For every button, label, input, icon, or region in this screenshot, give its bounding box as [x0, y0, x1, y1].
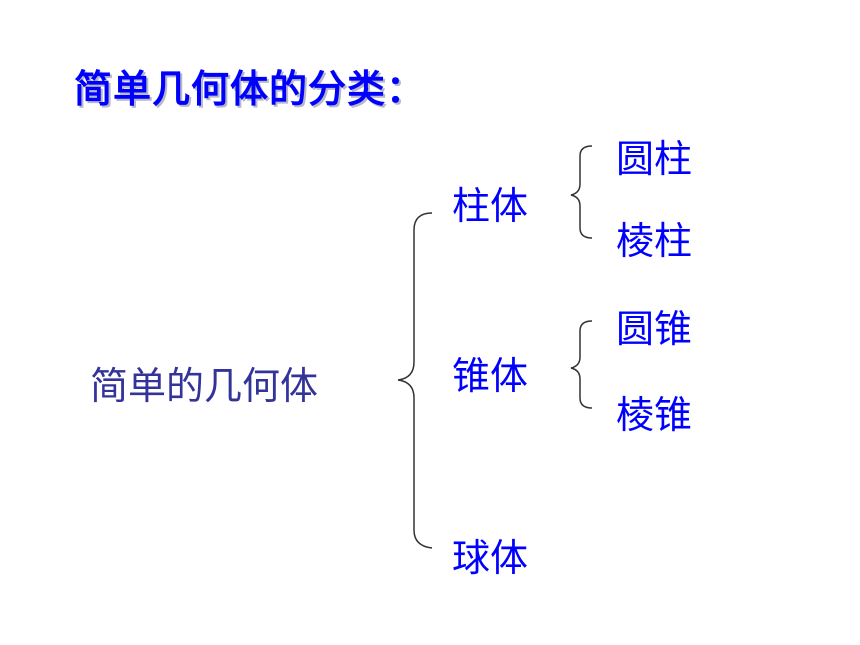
leaf-prism: 棱柱 — [616, 219, 693, 263]
leaf-cone: 圆锥 — [616, 307, 693, 351]
cylinder-prism-brace — [570, 145, 593, 239]
root-label: 简单的几何体 — [90, 364, 319, 408]
category-prism-body: 柱体 — [452, 184, 529, 228]
main-brace — [397, 212, 433, 549]
slide-title: 简单几何体的分类： — [74, 67, 426, 111]
leaf-pyramid: 棱锥 — [616, 393, 693, 437]
cone-pyramid-brace — [570, 320, 593, 409]
category-sphere: 球体 — [452, 536, 529, 580]
leaf-cylinder: 圆柱 — [616, 137, 693, 181]
category-cone-body: 锥体 — [452, 354, 529, 398]
